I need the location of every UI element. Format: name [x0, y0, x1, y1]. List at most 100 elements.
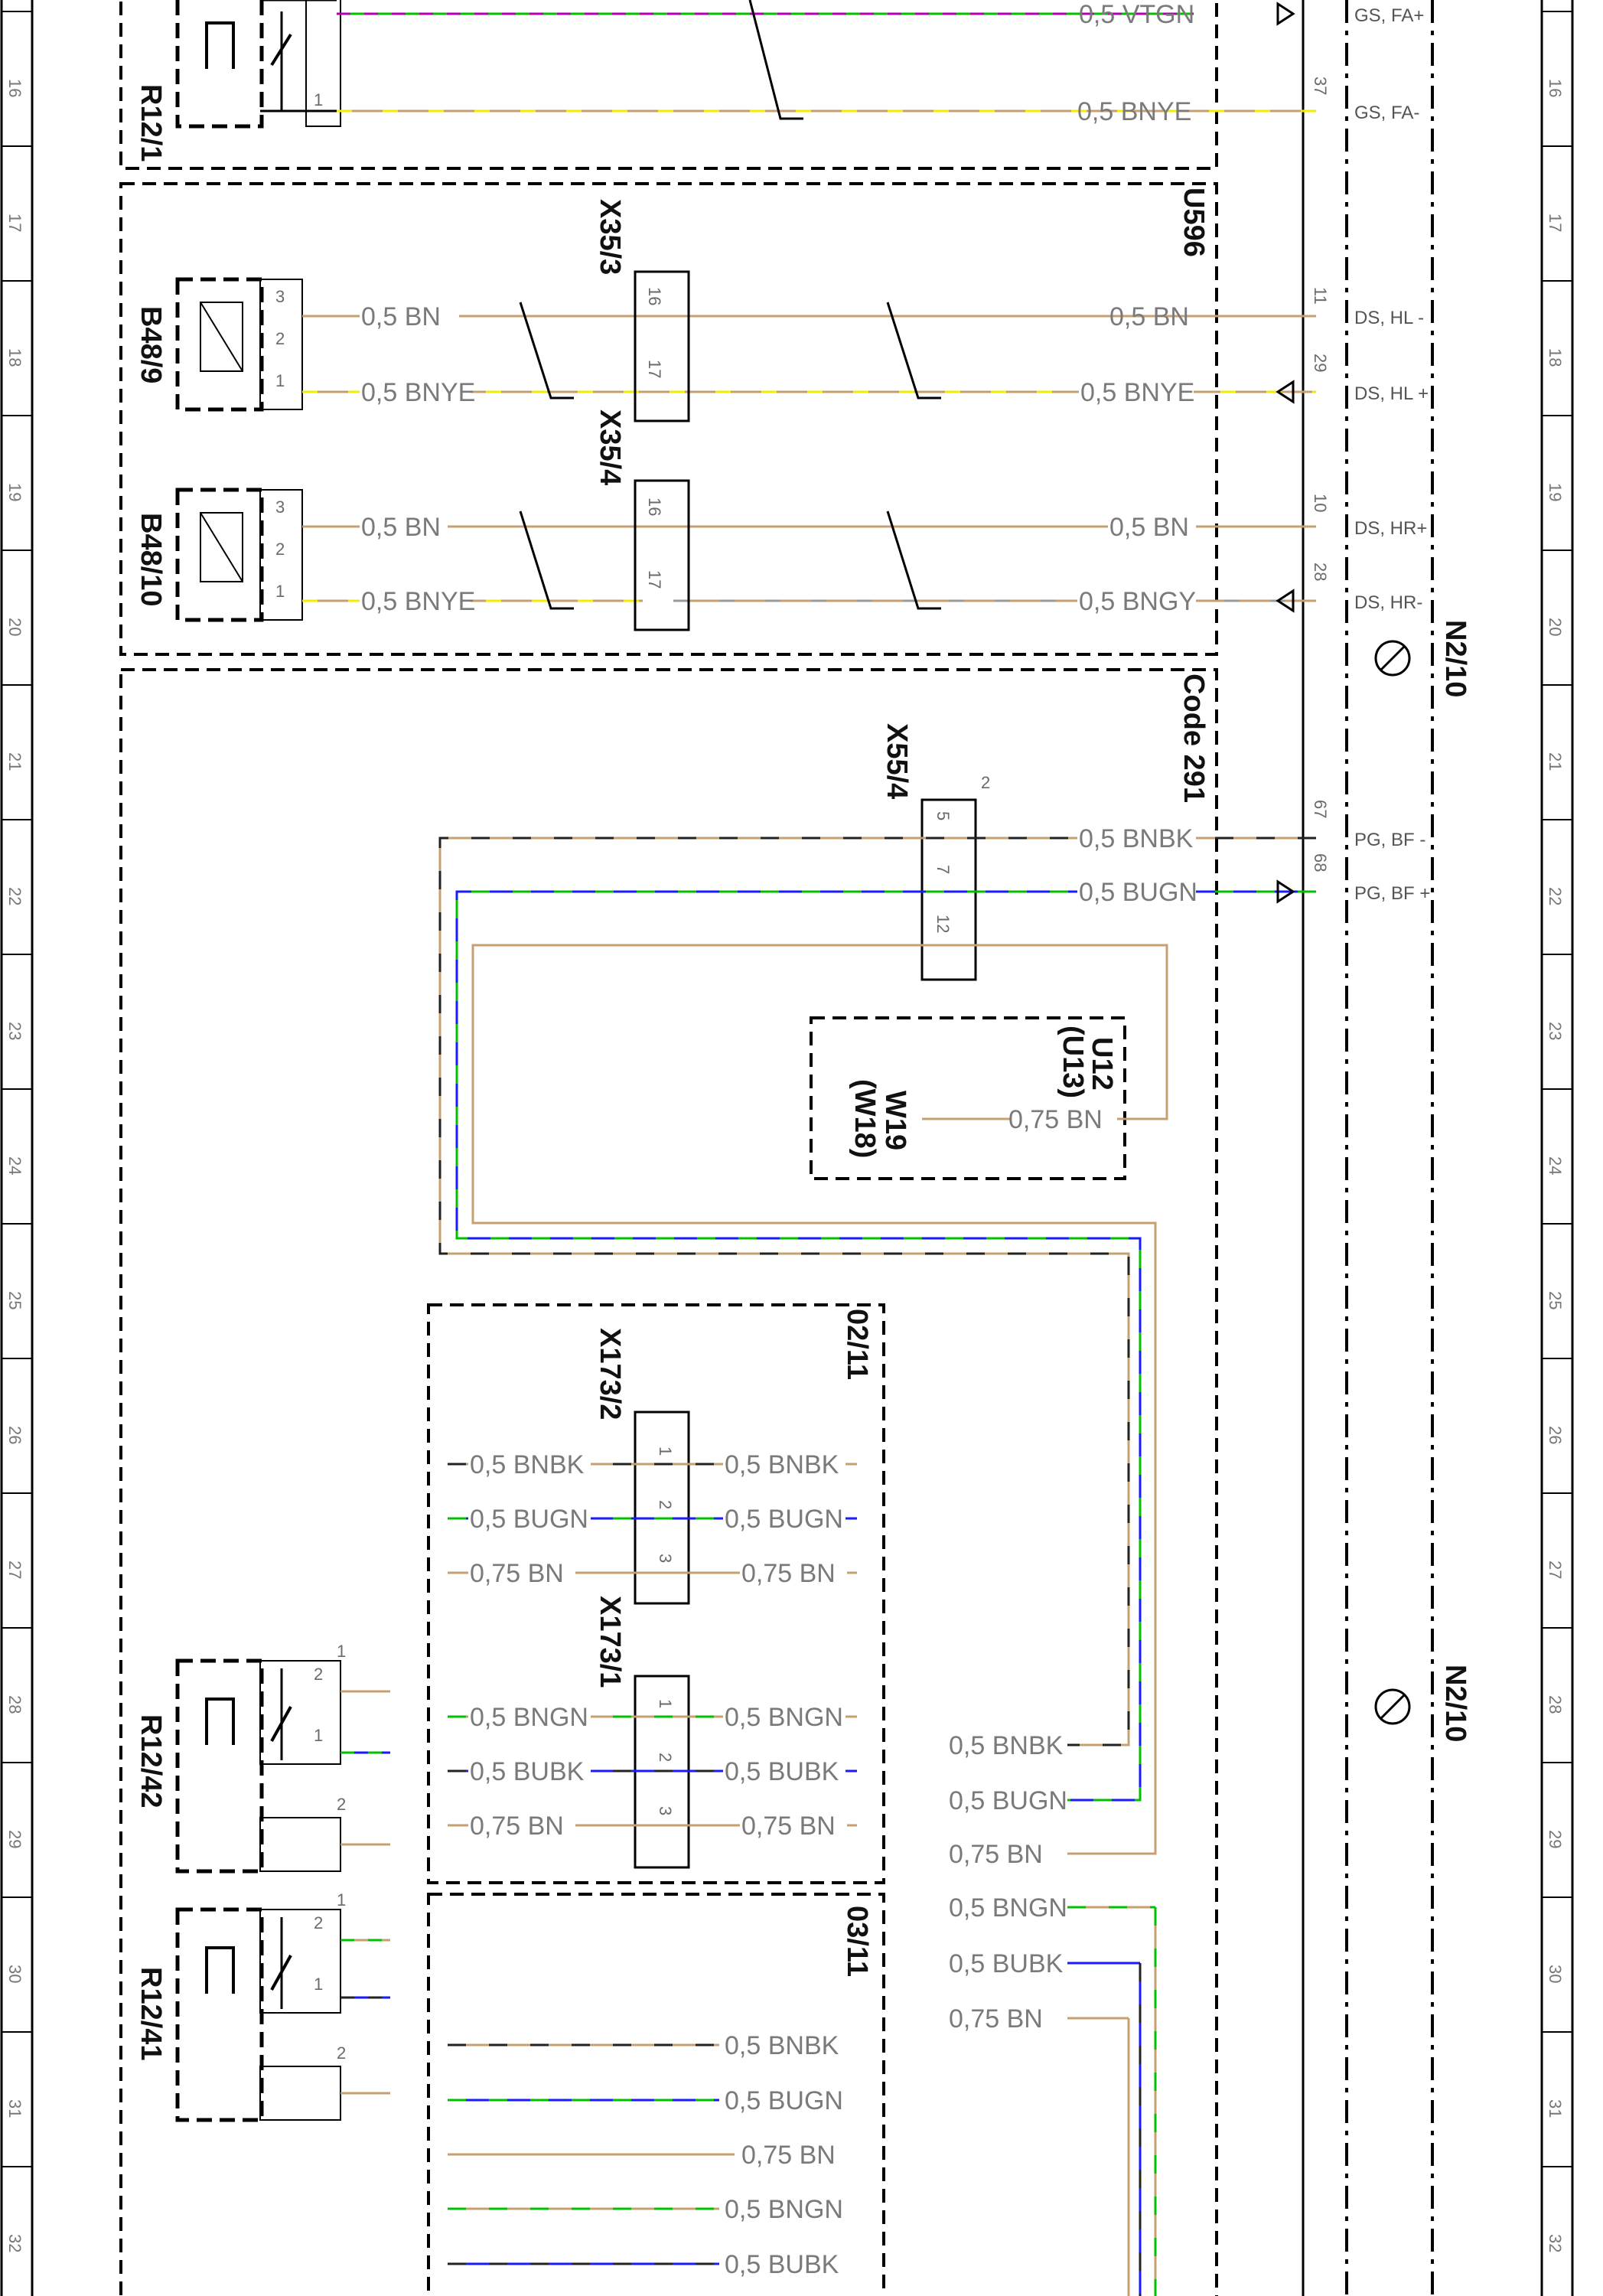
label-mid-bn: 0,75 BN: [949, 1840, 1043, 1869]
label-x1732-l1: 0,5 BNBK: [470, 1450, 585, 1479]
label-mid-bnbk: 0,5 BNBK: [949, 1731, 1064, 1760]
wire-bugn-loop: [455, 890, 1316, 1802]
label-x1731-r3: 0,75 BN: [741, 1812, 836, 1841]
label-b489-bnye-left: 0,5 BNYE: [361, 378, 475, 407]
x55-4-connector: [920, 798, 977, 981]
label-bot-bubk: 0,5 BUBK: [725, 2250, 839, 2279]
row-number: 29: [5, 1830, 24, 1848]
label-bot-bnbk: 0,5 BNBK: [725, 2031, 839, 2060]
b48-10-pin-3: 3: [275, 497, 285, 517]
wire-bnbk-loop-black: [438, 837, 1316, 1746]
x173-2-pin-2: 2: [656, 1500, 675, 1509]
row-number: 17: [1546, 214, 1565, 232]
row-number: 20: [5, 618, 24, 636]
label-bg: [723, 1754, 845, 1785]
x173-1-pin-1: 1: [656, 1699, 675, 1708]
frame-code-291: [119, 668, 1218, 2296]
row-number: 21: [1546, 752, 1565, 771]
b48-10-sensor: [175, 488, 303, 622]
wire-skew-b489-right: [886, 302, 941, 400]
x173-1-pin-3: 3: [656, 1806, 675, 1815]
row-number: 28: [5, 1695, 24, 1714]
x55-4-pin-7: 7: [933, 865, 953, 874]
label-x1732-r1: 0,5 BNBK: [725, 1450, 839, 1479]
label-bnye-top: 0,5 BNYE: [1077, 97, 1191, 126]
label-bg: [1108, 510, 1196, 540]
b48-10-pin-1: 1: [275, 582, 285, 601]
n2-10-label-b: N2/10: [1439, 1665, 1471, 1742]
signal-ds-hr-minus: DS, HR-: [1354, 592, 1422, 613]
label-bg: [1077, 821, 1196, 852]
row-number: 16: [1546, 79, 1565, 97]
x173-1-label: X173/1: [594, 1596, 626, 1688]
signal-pin-29: 29: [1311, 354, 1330, 372]
label-mid-bugn: 0,5 BUGN: [949, 1786, 1067, 1815]
row-number: 29: [1546, 1830, 1565, 1848]
row-number: 32: [1546, 2234, 1565, 2252]
row-number: 24: [1546, 1156, 1565, 1175]
row-number: 16: [5, 79, 24, 97]
label-bg: [360, 375, 471, 406]
row-number: 22: [1546, 887, 1565, 905]
label-mid-bubk: 0,5 BUBK: [949, 1949, 1064, 1978]
x35-4-label: X35/4: [594, 409, 626, 485]
label-x554-bugn: 0,5 BUGN: [1079, 878, 1197, 907]
label-x1732-r3: 0,75 BN: [741, 1559, 836, 1588]
label-bot-bngn: 0,5 BNGN: [725, 2195, 843, 2224]
b48-9-pin-3: 3: [275, 287, 285, 306]
x173-2-label: X173/2: [594, 1328, 626, 1420]
label-b4810-bngy-right: 0,5 BNGY: [1079, 587, 1196, 616]
code-291-label: Code 291: [1178, 673, 1210, 803]
label-bg: [723, 1700, 845, 1730]
frame-r12-1-section: [119, 0, 1218, 170]
label-bg: [468, 1447, 591, 1478]
label-bg: [468, 1502, 591, 1532]
row-number: 23: [5, 1022, 24, 1040]
label-bg: [468, 1556, 575, 1587]
label-w19-bn: 0,75 BN: [1008, 1105, 1103, 1134]
row-number: 30: [1546, 1965, 1565, 1983]
x35-3-pin-16: 16: [645, 287, 664, 305]
x35-4-pin-16: 16: [645, 497, 664, 516]
r12-41-pin-2: 2: [314, 1913, 323, 1932]
r12-1-heater: [175, 0, 341, 129]
row-number: 25: [1546, 1291, 1565, 1309]
r12-42-pin-1b: 1: [314, 1726, 323, 1745]
x55-4-label: X55/4: [881, 723, 913, 799]
row-number: 19: [1546, 483, 1565, 501]
label-b489-bn-right: 0,5 BN: [1109, 302, 1189, 331]
b48-9-sensor: [175, 277, 303, 412]
label-x1731-r1: 0,5 BNGN: [725, 1703, 843, 1732]
w19-label: W19: [879, 1091, 911, 1150]
label-x1731-l3: 0,75 BN: [470, 1812, 564, 1841]
r12-41-pin-1b: 1: [314, 1975, 323, 1994]
b48-9-label: B48/9: [135, 306, 167, 383]
label-x1731-r2: 0,5 BUBK: [725, 1757, 839, 1786]
ref-03-11-label: 03/11: [841, 1906, 873, 1977]
x35-3-label: X35/3: [594, 199, 626, 275]
signal-pin-37: 37: [1311, 77, 1330, 95]
x173-1-pin-2: 2: [656, 1753, 675, 1762]
row-number: 18: [5, 348, 24, 367]
label-x554-bnbk: 0,5 BNBK: [1079, 824, 1194, 853]
label-x1731-l1: 0,5 BNGN: [470, 1703, 588, 1732]
label-mid-bn2: 0,75 BN: [949, 2004, 1043, 2033]
x35-4-connector: [634, 479, 690, 631]
signal-pg-bf-minus: PG, BF -: [1354, 830, 1425, 850]
wire-bn-loop: [471, 944, 1157, 1855]
wire-skew-b489: [519, 302, 574, 400]
x173-2-pin-1: 1: [656, 1446, 675, 1456]
label-x1732-l2: 0,5 BUGN: [470, 1505, 588, 1534]
row-number: 28: [1546, 1695, 1565, 1714]
x35-4-pin-17: 17: [645, 570, 664, 589]
r12-42-pin-2: 2: [314, 1665, 323, 1684]
label-bg: [1077, 875, 1196, 905]
n2-10-label-a: N2/10: [1439, 620, 1471, 697]
bottom-wires: [448, 2043, 735, 2265]
r12-42-label: R12/42: [135, 1714, 167, 1808]
pin-arrows: [1276, 2, 1295, 904]
label-bg: [723, 1447, 845, 1478]
row-number: 27: [5, 1561, 24, 1579]
label-x1732-r2: 0,5 BUGN: [725, 1505, 843, 1534]
